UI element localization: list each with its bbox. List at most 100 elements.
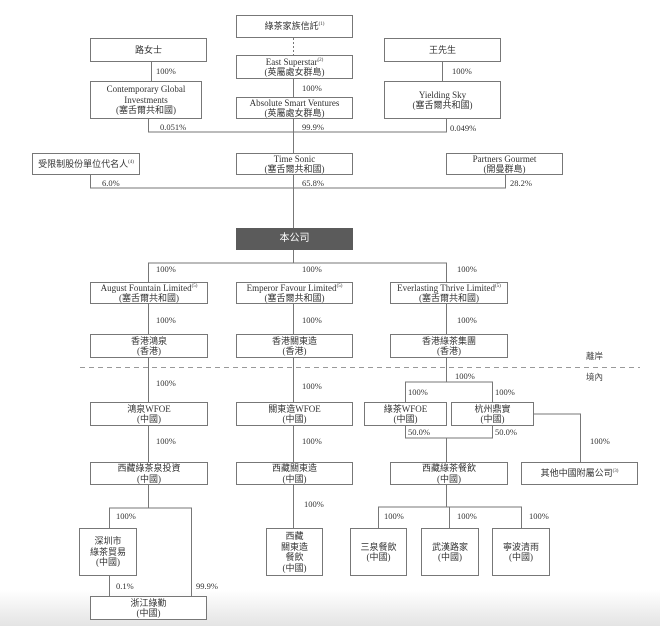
entity-box-hk1: 香港鴻泉(香港) (90, 334, 208, 358)
entity-box-sq: 三泉餐飲(中國) (350, 528, 407, 576)
ownership-percentage: 99.9% (196, 581, 218, 591)
entity-box-af: August Fountain Limited(5)(塞舌爾共和國) (90, 282, 208, 304)
footnote-marker: (2) (317, 57, 324, 63)
connector (148, 250, 447, 282)
entity-label: 關東造WFOE (268, 403, 321, 414)
entity-box-et: Everlasting Thrive Limited(5)(塞舌爾共和國) (390, 282, 508, 304)
entity-box-xzf: 西藏關東造餐飲(中國) (266, 528, 323, 576)
ownership-percentage: 100% (302, 264, 322, 274)
entity-label: East Superstar(2) (266, 57, 324, 68)
entity-label: 香港綠茶集團 (421, 335, 476, 346)
entity-label: (中國) (282, 562, 307, 573)
entity-label: (英屬處女群島) (264, 67, 325, 77)
ownership-percentage: 100% (455, 371, 475, 381)
entity-name: Emperor Favour Limited (246, 282, 337, 293)
entity-name: 受限制股份單位代名人 (38, 158, 129, 169)
entity-label: (中國) (137, 414, 161, 424)
entity-box-wfoe1: 鴻泉WFOE(中國) (90, 402, 208, 426)
ownership-percentage: 100% (116, 511, 136, 521)
entity-box-wang: 王先生 (384, 38, 501, 62)
entity-label: 綠茶貿易 (89, 546, 126, 557)
entity-label: Investments (124, 94, 168, 105)
entity-box-company: 本公司 (236, 228, 353, 250)
entity-label: 本公司 (279, 232, 310, 244)
ownership-percentage: 0.1% (116, 581, 134, 591)
entity-label: 香港鴻泉 (130, 335, 167, 346)
entity-label: (香港) (437, 346, 461, 356)
ownership-percentage: 0.051% (160, 122, 187, 132)
entity-label: Everlasting Thrive Limited(5) (397, 283, 501, 294)
entity-label: 西藏綠茶泉投資 (117, 463, 181, 473)
entity-box-ef: Emperor Favour Limited(5)(塞舌爾共和國) (236, 282, 353, 304)
entity-label: 王先生 (428, 44, 456, 55)
entity-box-zj: 浙江綠勤(中國) (90, 596, 207, 620)
entity-label: Contemporary Global (106, 84, 186, 95)
entity-label: August Fountain Limited(5) (101, 283, 198, 294)
entity-box-trust: 綠茶家族信託(1) (236, 15, 353, 38)
entity-label: 深圳市 (94, 536, 122, 547)
ownership-percentage: 100% (590, 436, 610, 446)
ownership-percentage: 100% (408, 387, 428, 397)
entity-label: (中國) (438, 552, 462, 562)
footnote-marker: (3) (612, 469, 619, 475)
entity-label: (英屬處女群島) (264, 108, 325, 118)
entity-label: (中國) (137, 473, 161, 484)
entity-box-xz3: 西藏綠茶餐飲(中國) (390, 462, 508, 485)
ownership-percentage: 100% (302, 83, 322, 93)
entity-label: 浙江綠勤 (130, 597, 167, 608)
entity-box-east: East Superstar(2)(英屬處女群島) (236, 55, 353, 79)
entity-label: (塞舌爾共和國) (264, 293, 325, 303)
entity-label: (塞舌爾共和國) (119, 293, 179, 303)
connector (148, 304, 447, 334)
footnote-marker: (5) (336, 283, 343, 289)
ownership-percentage: 100% (156, 264, 176, 274)
onshore-label: 境內 (586, 372, 604, 382)
entity-box-wh: 武漢路家(中國) (421, 528, 479, 576)
ownership-percentage: 50.0% (408, 427, 430, 437)
entity-box-wfoe3: 綠茶WFOE(中國) (364, 402, 447, 426)
entity-box-hk2: 香港關東造(香港) (236, 334, 353, 358)
entity-box-other: 其他中國附屬公司(3) (521, 462, 638, 485)
connector (148, 426, 294, 462)
ownership-percentage: 100% (452, 66, 472, 76)
entity-label: Emperor Favour Limited(5) (247, 283, 343, 294)
entity-label: 西藏 (285, 531, 304, 541)
entity-box-timesonic: Time Sonic(塞舌爾共和國) (236, 153, 353, 175)
entity-label: 關東造 (280, 541, 308, 552)
entity-box-asv: Absolute Smart Ventures(英屬處女群島) (236, 97, 353, 119)
entity-box-xz1: 西藏綠茶泉投資(中國) (90, 462, 208, 485)
entity-label: (塞舌爾共和國) (419, 293, 479, 303)
ownership-percentage: 100% (156, 315, 176, 325)
ownership-percentage: 100% (457, 511, 477, 521)
entity-label: Partners Gourmet (472, 153, 537, 164)
entity-label: (塞舌爾共和國) (116, 105, 176, 116)
entity-box-hz: 杭州鼎實(中國) (451, 402, 534, 426)
connector (109, 485, 192, 596)
connector (148, 119, 447, 153)
footnote-marker: (4) (128, 159, 134, 165)
entity-label: 武漢路家 (431, 541, 468, 552)
entity-label: 綠茶家族信託(1) (265, 21, 325, 32)
offshore-label: 離岸 (586, 351, 604, 361)
entity-label: Yielding Sky (418, 89, 467, 100)
footnote-marker: (5) (191, 283, 198, 289)
entity-label: 西藏關東造 (271, 463, 317, 473)
ownership-percentage: 100% (302, 436, 322, 446)
entity-label: 路女士 (134, 44, 162, 55)
ownership-percentage: 100% (156, 66, 176, 76)
ownership-percentage: 100% (457, 264, 477, 274)
entity-label: Time Sonic (273, 153, 316, 164)
entity-label: 受限制股份單位代名人(4) (38, 159, 134, 170)
entity-label: (中國) (282, 473, 307, 484)
footnote-marker: (1) (318, 22, 325, 28)
entity-label: (中國) (96, 557, 120, 568)
ownership-percentage: 100% (302, 315, 322, 325)
ownership-percentage: 100% (156, 436, 176, 446)
entity-name: 其他中國附屬公司 (540, 468, 613, 479)
entity-label: 三泉餐飲 (360, 541, 397, 552)
entity-label: (開曼群島) (483, 164, 526, 174)
entity-box-restricted: 受限制股份單位代名人(4) (32, 153, 140, 175)
entity-box-xz2: 西藏關東造(中國) (236, 462, 353, 485)
entity-label: 餐飲 (285, 552, 304, 562)
